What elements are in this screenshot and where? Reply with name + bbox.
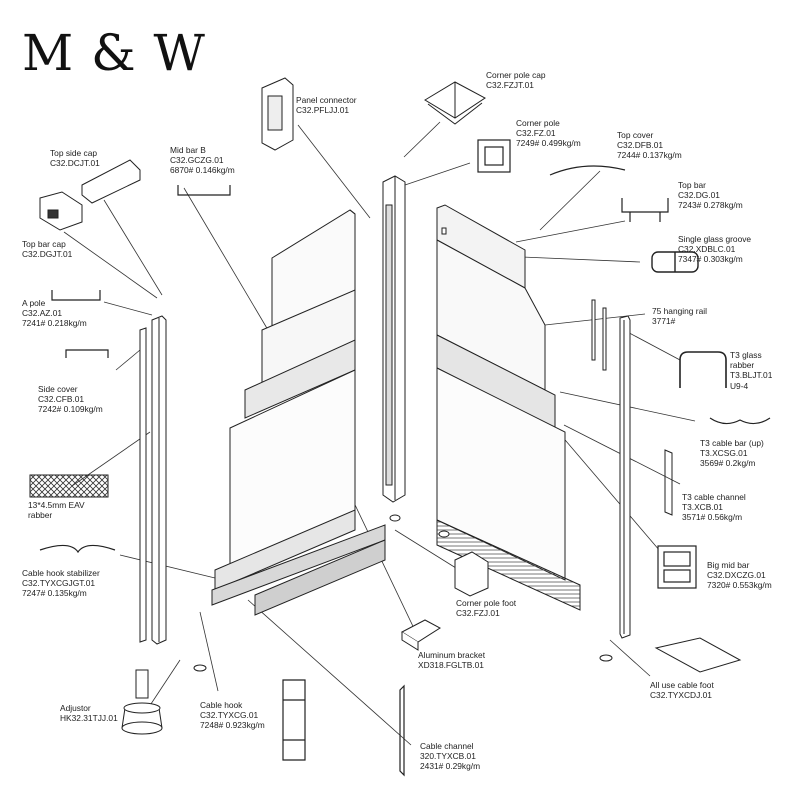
top-side-cap-shape	[81, 159, 141, 204]
adjustor-shape	[121, 669, 163, 735]
mid-bar-b-profile-shape	[177, 185, 231, 196]
top-cover-profile-shape	[549, 165, 626, 176]
t3-glass-rabber-shape	[679, 351, 727, 388]
side-cover-profile-shape	[65, 349, 109, 358]
corner-pole-foot-shape	[454, 551, 489, 597]
corner-pole-assembly	[382, 175, 406, 503]
all-use-cable-foot-shape	[654, 637, 742, 673]
right-pole	[619, 315, 631, 639]
left-panel	[211, 209, 386, 616]
big-mid-bar-profile-shape	[657, 545, 697, 589]
single-glass-groove-shape	[651, 251, 699, 273]
t3-cable-bar-shape	[709, 417, 771, 425]
t3-cable-channel-shape	[664, 449, 673, 516]
cable-channel-profile-shape	[399, 684, 405, 777]
top-bar-profile-shape	[621, 198, 669, 222]
a-pole-assembly	[139, 315, 167, 645]
top-bar-cap-shape	[39, 191, 83, 231]
corner-pole-profile-shape	[477, 139, 511, 173]
right-panel	[436, 204, 581, 611]
panel-connector-shape	[261, 77, 294, 151]
aluminum-bracket-shape	[400, 619, 441, 651]
brand-logo: M & W	[22, 24, 206, 82]
cable-hook-stabilizer-shape	[39, 544, 116, 554]
cable-hook-profile-shape	[282, 679, 306, 761]
hanging-rail-shape	[591, 299, 607, 371]
eav-rabber-shape	[29, 474, 109, 498]
corner-pole-cap-shape	[424, 81, 486, 125]
a-pole-profile-shape	[51, 290, 101, 301]
levelling-feet	[193, 514, 613, 672]
